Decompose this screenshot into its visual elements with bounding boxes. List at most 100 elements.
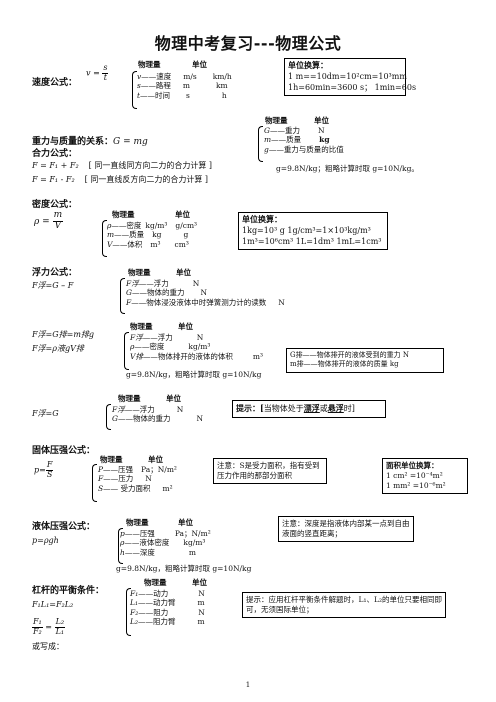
b2-density-name: ——密度 [134, 342, 165, 352]
density-den: V [54, 220, 62, 231]
area-conv2: 1 mm² =10⁻⁶m² [386, 481, 446, 491]
path-name: ——路程 [140, 81, 171, 91]
pressure-den: S [46, 469, 53, 479]
density-label: 密度公式： [32, 200, 78, 210]
tip-end: 时] [343, 404, 355, 413]
gravity-col-unit: 单位 [314, 116, 329, 125]
b2-volume-name: ——物体排开的液体的体积 [142, 351, 233, 361]
b2-volume-sym: V排 [130, 351, 143, 361]
path-unit2: km [215, 81, 228, 91]
b2-float-unit: N [196, 333, 204, 342]
speed-sym: v [137, 72, 142, 81]
time-unit2: h [221, 90, 227, 100]
lever-fb-num: L₂ [54, 617, 66, 628]
mass-name: ——质量 [271, 135, 302, 145]
speed-formula-lhs: v [86, 68, 91, 78]
area-conv1: 1 cm² =10⁻⁴m² [386, 471, 443, 481]
density-conv-title: 单位换算： [242, 215, 282, 224]
buoyancy2-box: G排——物体排开的液体受到的重力 N m排——物体排开的液体的质量 kg [286, 348, 444, 373]
gravity-name: ——重力 [270, 126, 300, 135]
tip-prefix: 提示：[ [236, 403, 264, 413]
gravity-label-text: 重力与质量的关系： [32, 137, 114, 147]
liquid-note: g=9.8N/kg，粗略计算时取 g=10N/kg [116, 564, 252, 573]
time-unit1: s [186, 90, 190, 100]
buoyancy3-tip: 提示：[当物体处于漂浮或悬浮时] [232, 400, 386, 418]
page-title: 物理中考复习---物理公式 [154, 34, 342, 53]
buoyancy2-f1: F浮=G排=m排g [32, 330, 95, 339]
b1-weight-unit: N [200, 288, 208, 298]
speed-formula-eq: = [93, 68, 100, 78]
resultant-c2: [ 同一直线反方向二力的合力计算 ] [84, 175, 208, 184]
gravity-note: g=9.8N/kg；粗略计算时取 g=10N/kg。 [276, 164, 419, 173]
pressure-lhs: p= [34, 465, 46, 475]
buoyancy2-col-qty: 物理量 [130, 322, 153, 331]
dmass-name: ——质量 [114, 230, 145, 240]
l2-sym: L₂ [130, 617, 138, 627]
volume-sym: V [107, 239, 113, 249]
buoyancy2-box-line1: G排——物体排开的液体受到的重力 N [290, 351, 409, 359]
resultant-label: 合力公式： [32, 149, 78, 159]
buoyancy3-formula: F浮=G [32, 409, 59, 418]
buoyancy2-f2: F浮=ρ液gV排 [32, 344, 84, 353]
speed-conv1: 1 m==10dm=10²cm=10³mm [288, 71, 407, 81]
buoyancy3-col-qty: 物理量 [118, 394, 141, 403]
tip-body: 当物体处于 [263, 404, 304, 413]
path-unit1: m [182, 81, 190, 91]
b1-reading-sym: F [126, 297, 132, 307]
b1-reading-name: ——物体浸没液体中时弹簧测力计的读数 [131, 297, 267, 307]
resultant-c1: [ 同一直线同方向二力的合力计算 ] [88, 161, 212, 170]
g-name: ——重力与质量的比值 [268, 144, 344, 154]
liquid-note-box: 注意：深度是指液体内部某一点到自由液面的竖直距离； [278, 516, 414, 543]
density-lhs: ρ [34, 216, 40, 227]
lever-brace [126, 588, 131, 636]
area-unit: m² [162, 483, 173, 493]
f2-name: ——阻力 [138, 607, 169, 617]
ld-sym: ρ [120, 538, 125, 548]
f1-sym: F₁ [130, 589, 139, 598]
gravity-brace [258, 126, 263, 162]
speed-unit2: km/h [212, 72, 232, 81]
speed-label: 速度公式： [32, 78, 78, 88]
b2-float-name: ——浮力 [142, 333, 173, 342]
speed-conv2: 1h=60min=3600 s； 1min=60s [288, 82, 417, 92]
speed-den: t [103, 72, 107, 82]
b3-weight-unit: N [196, 414, 204, 424]
tip-or: 或 [319, 404, 328, 413]
gravity-unit: N [318, 126, 325, 135]
l2-name: ——阻力臂 [138, 617, 176, 627]
f1-unit: N [198, 589, 205, 598]
gravity-col-qty: 物理量 [265, 116, 288, 125]
l1-unit: m [197, 598, 205, 608]
buoyancy-label: 浮力公式： [32, 268, 78, 278]
buoyancy1-brace [120, 278, 125, 314]
time-name: ——时间 [140, 90, 171, 100]
tip-float: 漂浮 [303, 403, 320, 413]
lever-label: 杠杆的平衡条件： [32, 586, 105, 596]
liquid-formula: p=ρgh [32, 536, 59, 545]
l2-unit: m [197, 617, 205, 627]
pressure-note: 注意：S是受力面积，指有受到压力作用的那部分面积 [213, 458, 327, 485]
b1-weight-sym: G [126, 288, 132, 298]
pressure-label: 固体压强公式： [32, 446, 96, 456]
mass-unit: kg [319, 135, 330, 145]
density-conversion-box: 单位换算： 1kg=10³ g 1g/cm³=1×10³kg/m³ 1m³=10… [238, 212, 388, 251]
tip-suspend: 悬浮 [327, 403, 344, 413]
f2-sym: F₂ [130, 607, 139, 617]
buoyancy3-brace [106, 404, 111, 430]
page-number: 1 [245, 681, 251, 690]
lp-sym: p [120, 529, 125, 538]
buoyancy1-formula: F浮=G – F [32, 281, 74, 290]
pressure-num: F [45, 460, 54, 471]
